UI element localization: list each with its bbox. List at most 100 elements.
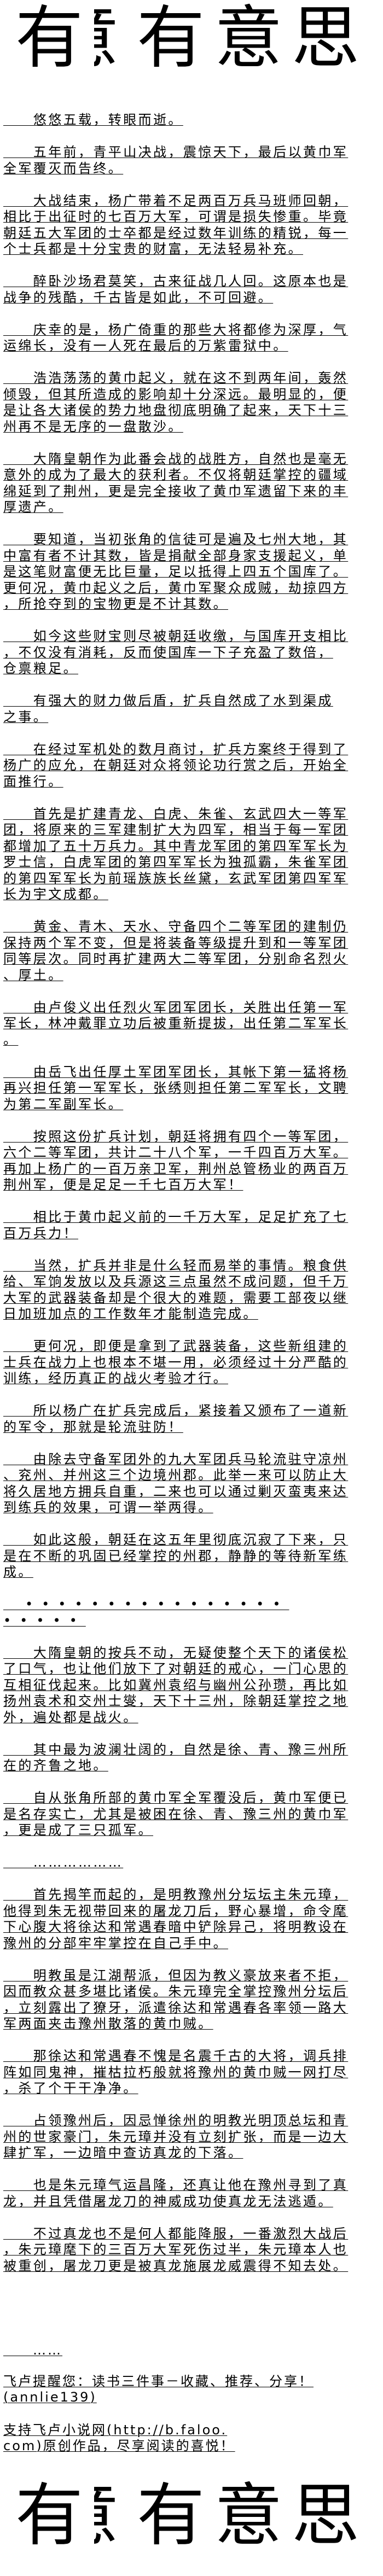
text-line: 互相征伐起来。比如冀州袁绍与幽州公孙瓒，再比如	[3, 1677, 349, 1693]
text-line: ，杀了个干干净净。	[3, 2080, 138, 2096]
support-line[interactable]: 支持飞卢小说网(http://b.faloo.	[3, 2422, 228, 2438]
text-line: 明教虽是江湖帮派，但因为教义豪放来者不拒，	[3, 1967, 349, 1983]
text-line: 由除去守备军团外的九大军团兵马轮流驻守凉州	[3, 1451, 349, 1467]
paragraph: 醉卧沙场君莫笑，古来征战几人回。这原本也是战争的残酷，千古皆是如此，不可回避。	[3, 273, 367, 306]
text-line: 也是朱元璋气运昌隆，还真让他在豫州寻到了真	[3, 2177, 349, 2193]
text-line: 由岳飞出任厚土军团军团长，其帐下第一猛将杨	[3, 1064, 349, 1080]
logo-char-partial: 意	[94, 3, 120, 73]
support-line[interactable]: com)原创作品，尽享阅读的喜悦！	[3, 2438, 235, 2453]
text-line: 。	[3, 1031, 19, 1047]
text-line: ，立刻露出了獠牙，派遣徐达和常遇春各率领一路大	[3, 2000, 349, 2015]
ellipsis-line: ……	[3, 2342, 62, 2358]
text-line: 之事。	[3, 709, 49, 725]
text-line: 所以杨广在扩兵完成后，紧接着又颁布了一道新	[3, 1403, 349, 1418]
paragraph: 有强大的财力做后盾，扩兵自然成了水到渠成之事。	[3, 693, 367, 725]
text-line: 运绵长，没有一人死在最后的万紫雷狱中。	[3, 338, 288, 353]
text-line: 首先揭竿而起的，是明教豫州分坛坛主朱元璋，	[3, 1887, 349, 1902]
support-link-text[interactable]: 支持飞卢小说网(http://b.faloo. com)原创作品，尽享阅读的喜悦…	[3, 2422, 367, 2455]
text-line: 倾毁，但其所造成的影响却十分深远。最明显的，便	[3, 386, 349, 402]
text-line: ，朱元璋麾下的三百万大军死伤过半，朱元璋本人也	[3, 2242, 349, 2257]
text-line: 州再不是无序的一盘散沙。	[3, 418, 183, 434]
paragraph: 也是朱元璋气运昌隆，还真让他在豫州寻到了真龙，并且凭借屠龙刀的神威成功使真龙无法…	[3, 2177, 367, 2210]
paragraph: 按照这份扩兵计划，朝廷将拥有四个一等军团，六个二等军团，共计二十八个军，一千四百…	[3, 1129, 367, 1193]
text-line: 扬州袁术和交州士燮，天下十三州，除朝廷掌控之地	[3, 1693, 349, 1709]
text-line: 罗士信，白虎军团的第四军军长为独孤霸，朱雀军团	[3, 854, 349, 870]
text-line: 厚遗产。	[3, 499, 63, 515]
text-line: 同等层次。同时再扩建两大二等军团，分别命名烈火	[3, 951, 349, 966]
text-line: ，所抢夺到的宝物更是不计其数。	[3, 596, 228, 611]
text-line: ………………	[3, 1855, 124, 1870]
logo-char: 有	[137, 2476, 205, 2555]
logo-char: 有	[15, 0, 84, 78]
text-line: 全军覆灭而告终。	[3, 160, 124, 176]
text-line: 黄金、青木、天水、守备四个二等军团的建制仍	[3, 919, 349, 934]
text-line: 荆州军，便是足足一千七百万大军！	[3, 1177, 243, 1192]
text-line: 不过真龙也不是何人都能降服，一番激烈大战后	[3, 2225, 349, 2241]
paragraph: 由卢俊义出任烈火军团军团长，关胜出任第一军军长，林冲戴罪立功后被重新提拔，出任第…	[3, 1000, 367, 1048]
paragraph: 明教虽是江湖帮派，但因为教义豪放来者不拒，因而教众甚多堪比诸侯。朱元璋完全掌控豫…	[3, 1968, 367, 2032]
logo-char-partial: 意	[94, 2481, 120, 2551]
text-line: ，不仅没有消耗，反而使国库一下子充盈了数倍，	[3, 644, 333, 660]
paragraph: 当然，扩兵并非是什么轻而易举的事情。粮食供给、军饷发放以及兵源这三点虽然不成问题…	[3, 1258, 367, 1322]
text-line: 按照这份扩兵计划，朝廷将拥有四个一等军团，	[3, 1128, 349, 1144]
chapter-body: 悠悠五载，转眼而逝。 五年前，青平山决战，震惊天下，最后以黄巾军全军覆灭而告终。…	[3, 112, 367, 2291]
text-line: 的军令，那就是轮流驻防！	[3, 1419, 183, 1435]
paragraph: 所以杨广在扩兵完成后，紧接着又颁布了一道新的军令，那就是轮流驻防！	[3, 1403, 367, 1435]
text-line: 面推行。	[3, 773, 63, 789]
text-line: 军两面夹击豫州散落的黄巾贼。	[3, 2016, 213, 2031]
text-line: 将久居地方拥兵自重，二来也可以通过剿灭蛮夷来达	[3, 1483, 349, 1499]
text-line: •••••	[3, 1612, 86, 1628]
text-line: 更何况，黄巾起义之后，黄巾军聚众成贼，劫掠四方	[3, 580, 349, 596]
site-logo-top: 有 意 有 意 思	[0, 3, 383, 74]
paragraph: 占领豫州后，因忌惮徐州的明教光明顶总坛和青州的世家豪门，朱元璋并没有立刻扩张，而…	[3, 2113, 367, 2161]
text-line: 在经过军机处的数月商讨，扩兵方案终于得到了	[3, 741, 349, 757]
text-line: 成。	[3, 1564, 33, 1580]
paragraph: 首先揭竿而起的，是明教豫州分坛坛主朱元璋，他得到朱无视带回来的屠龙刀后，野心暴增…	[3, 1887, 367, 1951]
paragraph: 大隋皇朝的按兵不动，无疑使整个天下的诸侯松了口气，也让他们放下了对朝廷的戒心，一…	[3, 1645, 367, 1726]
text-line: 绵延到了荆州，更是完全接收了黄巾军遗留下来的丰	[3, 483, 349, 499]
text-line: 他得到朱无视带回来的屠龙刀后，野心暴增，命令麾	[3, 1903, 349, 1919]
text-line: 当然，扩兵并非是什么轻而易举的事情。粮食供	[3, 1257, 349, 1273]
text-line: 日加班加点的工作数年才能制造完成。	[3, 1306, 258, 1321]
text-line: 是这笔财富便无比巨量，足以抵得上四五个国库了。	[3, 564, 349, 579]
paragraph: 自从张角所部的黄巾军全军覆没后，黄巾军便已是名存实亡，尤其是被困在徐、青、豫三州…	[3, 1790, 367, 1839]
paragraph: 在经过军机处的数月商讨，扩兵方案终于得到了杨广的应允，在朝廷对众将领论功行赏之后…	[3, 742, 367, 790]
text-line: 悠悠五载，转眼而逝。	[3, 112, 183, 127]
text-line: 战争的残酷，千古皆是如此，不可回避。	[3, 289, 274, 305]
text-line: 是在不断的巩固已经掌控的州郡，静静的等待新军练	[3, 1548, 349, 1564]
paragraph: 相比于黄巾起义前的一千万大军，足足扩充了七百万兵力！	[3, 1209, 367, 1242]
text-line: 了口气，也让他们放下了对朝廷的戒心，一门心思的	[3, 1661, 349, 1676]
text-line: 中富有者不计其数，皆是捐献全部身家支援起义，单	[3, 547, 349, 563]
text-line: ，更是成了三只孤军。	[3, 1822, 153, 1838]
text-line: 大军的武器装备却是个很大的难题，需要工部夜以继	[3, 1290, 349, 1306]
text-line: 杨广的应允，在朝廷对众将领论功行赏之后，开始全	[3, 757, 349, 773]
text-line: 由卢俊义出任烈火军团军团长，关胜出任第一军	[3, 999, 349, 1015]
text-line: 团，将原来的三军建制扩大为四军，相当于每一军团	[3, 822, 349, 837]
text-line: 龙，并且凭借屠龙刀的神威成功使真龙无法逃遁。	[3, 2193, 333, 2209]
site-logo-bottom: 有 意 有 意 思	[0, 2481, 383, 2552]
section-break: •••••••••••••••••••••	[3, 1596, 367, 1629]
text-line: 是让各大诸侯的势力地盘彻底明确了起来，天下十三	[3, 403, 349, 418]
text-line: 自从张角所部的黄巾军全军覆没后，黄巾军便已	[3, 1790, 349, 1805]
text-line: 醉卧沙场君莫笑，古来征战几人回。这原本也是	[3, 273, 349, 289]
text-line: 仓禀粮足。	[3, 661, 78, 676]
ellipsis-paragraph: ……	[3, 2342, 367, 2359]
text-line: 长为宇文成都。	[3, 887, 108, 902]
paragraph: 黄金、青木、天水、守备四个二等军团的建制仍保持两个军不变，但是将装备等级提升到和…	[3, 919, 367, 983]
paragraph: 如此这般，朝廷在这五年里彻底沉寂了下来，只是在不断的巩固已经掌控的州郡，静静的等…	[3, 1532, 367, 1581]
text-line: 都增加了五十万兵力。其中青龙军团的第四军军长为	[3, 838, 349, 854]
logo-char: 思	[292, 0, 360, 78]
text-line: ••••••••••••••••	[3, 1596, 289, 1612]
text-line: 庆幸的是，杨广倚重的那些大将都修为深厚，气	[3, 322, 349, 337]
paragraph: 那徐达和常遇春不愧是名震千古的大将，调兵排阵如同鬼神，摧枯拉朽般就将豫州的黄巾贼…	[3, 2048, 367, 2097]
text-line: 训练，经历真正的战火考验才行。	[3, 1371, 228, 1386]
text-line: 下心腹大将徐达和常遇春暗中铲除异己，将明教设在	[3, 1919, 349, 1934]
text-line: 朝廷五大军团的士卒都是经过数年训练的精锐，每一	[3, 225, 349, 241]
paragraph: 大隋皇朝作为此番会战的战胜方，自然也是毫无意外的成为了最大的获利者。不仅将朝廷掌…	[3, 451, 367, 516]
paragraph: 大战结束，杨广带着不足两百万兵马班师回朝，相比于出征时的七百万大军，可谓是损失惨…	[3, 193, 367, 258]
text-line: 肆扩军，一边暗中查访真龙的下落。	[3, 2145, 243, 2160]
paragraph: 其中最为波澜壮阔的，自然是徐、青、豫三州所在的齐鲁之地。	[3, 1742, 367, 1774]
text-line: 百万兵力！	[3, 1225, 78, 1241]
paragraph: 要知道，当初张角的信徒可是遍及七州大地，其中富有者不计其数，皆是捐献全部身家支援…	[3, 532, 367, 613]
text-line: 首先是扩建青龙、白虎、朱雀、玄武四大一等军	[3, 806, 349, 821]
